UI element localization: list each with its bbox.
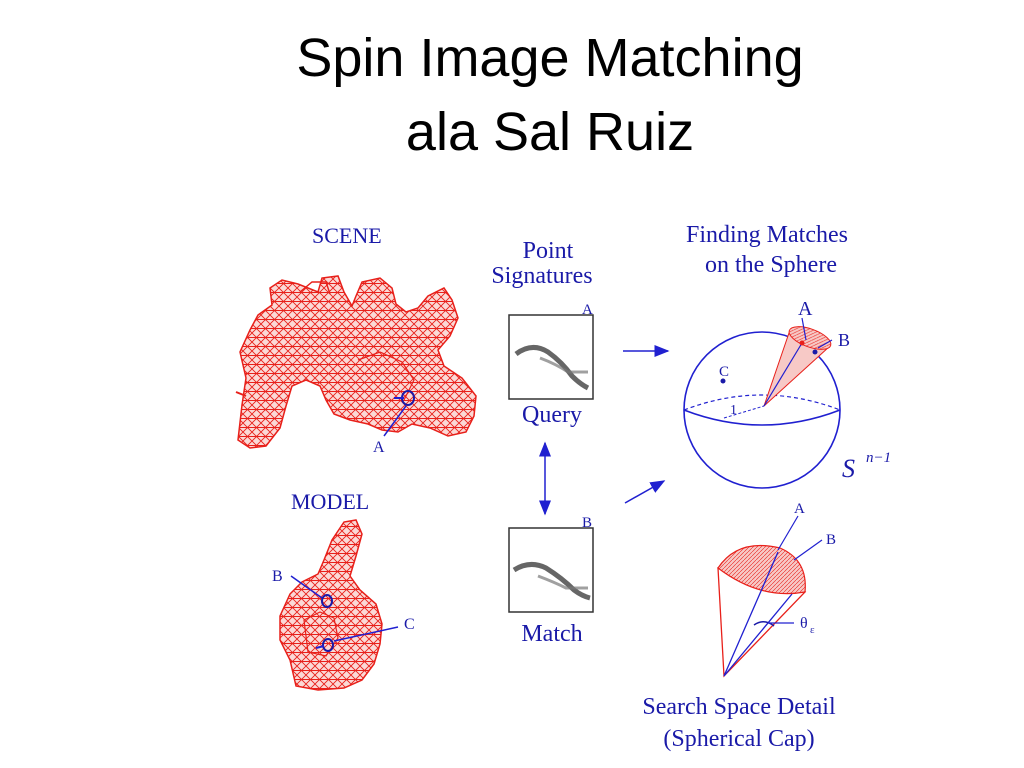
cap-a-leader bbox=[777, 515, 799, 551]
cap-a-label: A bbox=[794, 501, 805, 517]
model-label: MODEL bbox=[291, 489, 369, 514]
cap-b-leader bbox=[793, 539, 823, 561]
sphere-point-c-label: C bbox=[719, 364, 729, 380]
search-space-line2: (Spherical Cap) bbox=[663, 726, 814, 752]
query-spin-image bbox=[508, 314, 594, 400]
model-point-c-label: C bbox=[404, 616, 415, 633]
model-point-c-leader bbox=[333, 626, 399, 642]
sphere-symbol: S bbox=[842, 454, 855, 483]
cap-angle-subscript: ε bbox=[810, 624, 815, 636]
query-label: Query bbox=[522, 402, 582, 428]
match-to-sphere-arrow bbox=[624, 480, 666, 504]
model-point-b-label: B bbox=[272, 568, 283, 585]
slide-title-line1: Spin Image Matching bbox=[296, 28, 804, 88]
spin-b-tag: B bbox=[582, 515, 592, 531]
spin-a-tag: A bbox=[582, 302, 593, 318]
search-space-line1: Search Space Detail bbox=[642, 694, 836, 720]
model-point-c-normal bbox=[315, 645, 325, 649]
sphere-exponent: n−1 bbox=[866, 450, 891, 466]
scene-point-a-label: A bbox=[373, 439, 385, 456]
cap-angle-label: θ bbox=[800, 615, 808, 632]
sphere-a-leader bbox=[801, 317, 807, 341]
model-point-b-marker bbox=[321, 594, 333, 608]
match-spin-image bbox=[508, 527, 594, 613]
sphere-point-b-label: B bbox=[838, 330, 850, 350]
unit-sphere bbox=[683, 326, 841, 489]
sphere-point-a-label: A bbox=[798, 298, 813, 320]
scene-point-a-leader bbox=[383, 405, 407, 437]
model-point-c-marker bbox=[322, 638, 334, 652]
scene-label: SCENE bbox=[312, 223, 382, 248]
slide-title-line2: ala Sal Ruiz bbox=[405, 102, 695, 162]
point-signatures-line2: Signatures bbox=[491, 263, 592, 289]
point-signatures-line1: Point bbox=[523, 238, 574, 264]
model-point-b-leader bbox=[290, 575, 323, 599]
sphere-radius-label: 1 bbox=[730, 403, 737, 418]
finding-matches-line2: on the Sphere bbox=[705, 252, 837, 278]
cap-b-label: B bbox=[826, 532, 836, 548]
finding-matches-line1: Finding Matches bbox=[686, 222, 848, 248]
match-label: Match bbox=[521, 621, 582, 647]
scene-mesh bbox=[235, 275, 477, 449]
spherical-cap-cone bbox=[717, 544, 807, 678]
sphere-b-leader bbox=[817, 339, 833, 349]
